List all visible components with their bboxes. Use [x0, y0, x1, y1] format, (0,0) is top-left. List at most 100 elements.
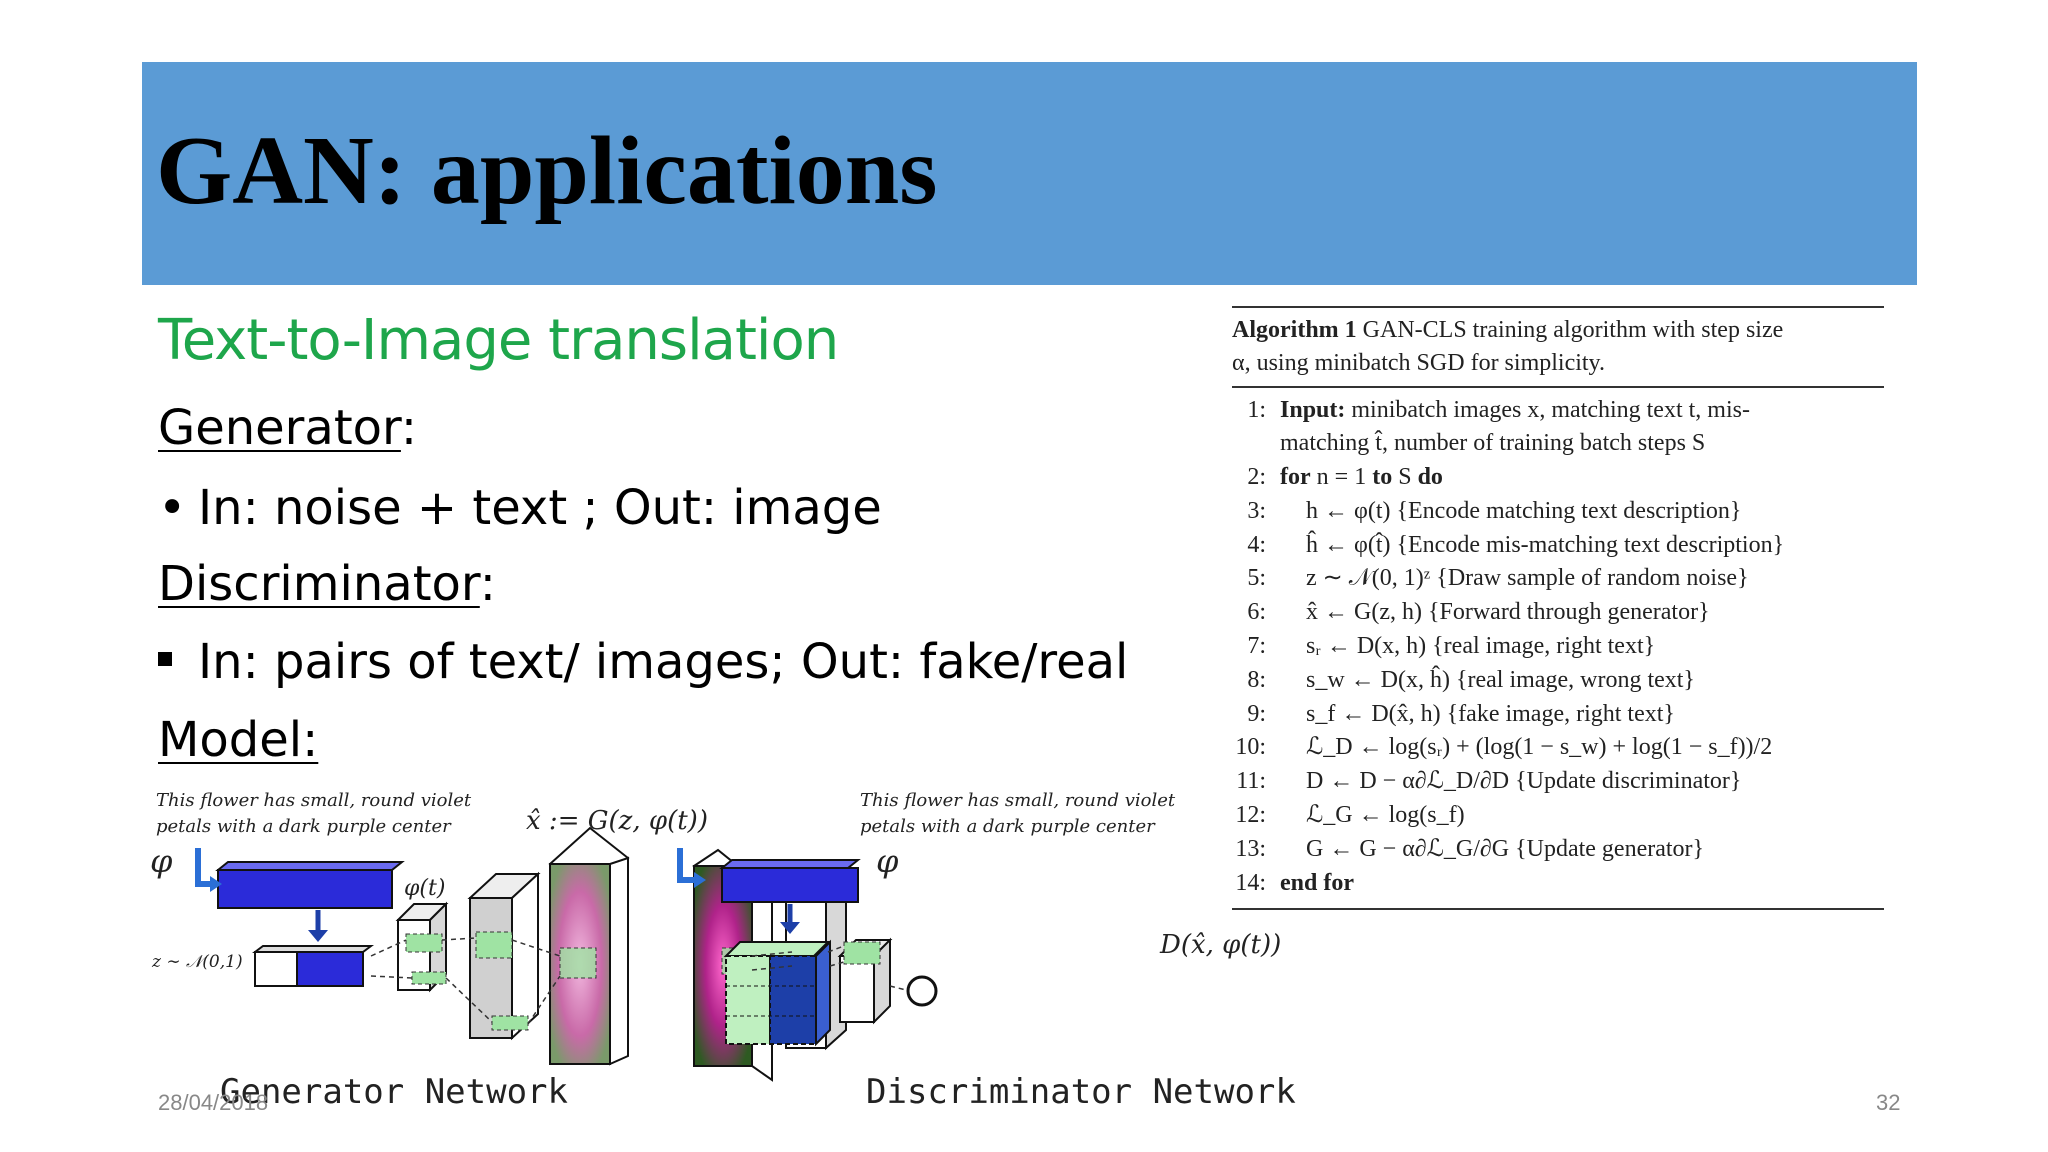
x-hat-formula: x̂ := G(z, φ(t)) — [526, 806, 708, 836]
algorithm-bottom-rule — [1232, 908, 1884, 911]
model-diagram — [195, 826, 938, 1082]
algorithm-step: 13: G ← G − α∂ℒ_G/∂G {Update generator} — [1232, 833, 1884, 867]
step-text: h ← φ(t) {Encode matching text descripti… — [1306, 497, 1742, 524]
phi-symbol-left: φ — [150, 842, 173, 880]
discriminator-concat-block — [723, 939, 831, 1047]
noise-label: z ∼ 𝒩(0,1) — [152, 952, 243, 972]
discriminator-dashed-links — [751, 945, 907, 991]
discriminator-colon: : — [479, 556, 496, 612]
step-number: 4: — [1247, 531, 1266, 558]
step-text: matching t̂, number of training batch st… — [1280, 430, 1706, 457]
step-keyword: end for — [1280, 869, 1354, 896]
generator-colon: : — [400, 400, 418, 456]
gan-cls-model-figure: This flower has small, round violet peta… — [140, 780, 1296, 1120]
step-number: 5: — [1247, 565, 1266, 592]
algorithm-step: matching t̂, number of training batch st… — [1232, 427, 1884, 461]
algorithm-caption-1: GAN-CLS training algorithm with step siz… — [1356, 317, 1784, 343]
discriminator-text-embedding — [677, 848, 861, 903]
caption-line: This flower has small, round violet — [860, 790, 1176, 811]
step-text: minibatch images x, matching text t, mis… — [1345, 396, 1750, 423]
step-text: z ∼ 𝒩(0, 1)ᶻ {Draw sample of random nois… — [1306, 565, 1749, 592]
algorithm-step: 12:ℒ_G ← log(s_f) — [1232, 799, 1884, 833]
phi-t-label: φ(t) — [404, 876, 446, 901]
algorithm-step: 6: x̂ ← G(z, h) {Forward through generato… — [1232, 596, 1884, 630]
algorithm-box: Algorithm 1 GAN-CLS training algorithm w… — [1232, 306, 1884, 911]
step-number: 1: — [1247, 396, 1266, 423]
step-number: 10: — [1235, 734, 1266, 761]
algorithm-step: 2: for n = 1 to S do — [1232, 461, 1884, 495]
step-keyword: for — [1280, 464, 1311, 491]
phi-symbol-right: φ — [876, 842, 899, 880]
square-bullet-icon — [158, 652, 172, 666]
step-text: S — [1392, 464, 1418, 491]
algorithm-steps: 1: Input: minibatch images x, matching t… — [1232, 388, 1884, 909]
step-number: 6: — [1247, 599, 1266, 626]
algorithm-step: 8: s_w ← D(x, ĥ) {real image, wrong text} — [1232, 664, 1884, 698]
discriminator-block-2 — [837, 937, 893, 1025]
caption-line: This flower has small, round violet — [156, 790, 472, 811]
generator-block-2 — [467, 871, 541, 1041]
discriminator-bullet: In: pairs of text/ images; Out: fake/rea… — [158, 634, 1128, 690]
step-keyword: do — [1417, 464, 1443, 491]
page-number: 32 — [1876, 1090, 1901, 1115]
algorithm-step: 9: s_f ← D(x̂, h) {fake image, right text… — [1232, 698, 1884, 732]
step-text: x̂ ← G(z, h) {Forward through generator} — [1306, 599, 1710, 626]
generator-dashed-links — [370, 937, 561, 1025]
algorithm-step: 3: h ← φ(t) {Encode matching text descrip… — [1232, 495, 1884, 529]
discriminator-heading: Discriminator — [158, 556, 480, 612]
algorithm-label: Algorithm 1 — [1232, 317, 1357, 343]
discriminator-bullet-text: In: pairs of text/ images; Out: fake/rea… — [198, 634, 1129, 690]
footer-date: 28/04/2018 — [158, 1090, 269, 1115]
slide-title: GAN: applications — [156, 117, 938, 225]
algorithm-caption: Algorithm 1 GAN-CLS training algorithm w… — [1232, 308, 1884, 386]
model-heading-line: Model: — [158, 712, 318, 768]
generator-noise-vector — [252, 945, 374, 987]
step-number: 8: — [1247, 666, 1266, 693]
algorithm-mid-rule — [1232, 386, 1884, 388]
model-heading: Model: — [158, 712, 319, 768]
algorithm-step: 14: end for — [1232, 867, 1884, 901]
step-number: 2: — [1247, 464, 1266, 491]
step-number: 3: — [1247, 497, 1266, 524]
step-text: s_f ← D(x̂, h) {fake image, right text} — [1306, 700, 1675, 727]
caption-line: petals with a dark purple center — [860, 816, 1155, 837]
step-text: s_w ← D(x, ĥ) {real image, wrong text} — [1306, 666, 1695, 693]
algorithm-top-rule — [1232, 306, 1884, 308]
step-number: 12: — [1235, 802, 1266, 829]
step-number: 13: — [1235, 835, 1266, 862]
step-number: 11: — [1236, 768, 1266, 795]
slide-subtitle: Text-to-Image translation — [158, 308, 839, 373]
step-text: G ← G − α∂ℒ_G/∂G {Update generator} — [1306, 835, 1705, 862]
discriminator-output-node — [906, 975, 938, 1007]
generator-text-embedding — [195, 848, 405, 909]
generator-bullet: •In: noise + text ; Out: image — [158, 480, 882, 536]
algorithm-step: 11: D ← D − α∂ℒ_D/∂D {Update discriminato… — [1232, 765, 1884, 799]
algorithm-caption-2: α, using minibatch SGD for simplicity. — [1232, 350, 1605, 376]
caption-line: petals with a dark purple center — [156, 816, 451, 837]
algorithm-step: 5: z ∼ 𝒩(0, 1)ᶻ {Draw sample of random no… — [1232, 562, 1884, 596]
generator-network-label: Generator Network — [220, 1072, 568, 1112]
discriminator-heading-line: Discriminator: — [158, 556, 496, 612]
generator-heading-line: Generator: — [158, 400, 417, 456]
generator-output-image — [548, 826, 630, 1066]
discriminator-network-label: Discriminator Network — [866, 1072, 1296, 1112]
step-text: ĥ ← φ(t̂) {Encode mis-matching text desc… — [1306, 531, 1785, 558]
generator-caption: This flower has small, round violet peta… — [156, 788, 471, 840]
algorithm-step: 10: ℒ_D ← log(sᵣ) + (log(1 − s_w) + log(1… — [1232, 731, 1884, 765]
step-text: n = 1 — [1310, 464, 1373, 491]
round-bullet-icon: • — [158, 480, 187, 536]
step-number: 9: — [1247, 700, 1266, 727]
discriminator-output-formula: D(x̂, φ(t)) — [1160, 930, 1282, 960]
step-text: D ← D − α∂ℒ_D/∂D {Update discriminator} — [1306, 768, 1742, 795]
step-number: 14: — [1235, 869, 1266, 896]
title-banner: GAN: applications — [142, 62, 1917, 285]
generator-bullet-text: In: noise + text ; Out: image — [198, 480, 882, 536]
step-keyword: Input: — [1280, 396, 1346, 423]
step-number: 7: — [1247, 633, 1266, 660]
generator-down-arrow — [308, 910, 328, 942]
step-keyword: to — [1372, 464, 1393, 491]
discriminator-down-arrow — [780, 904, 800, 934]
generator-block-1 — [395, 901, 449, 993]
algorithm-step: 4: ĥ ← φ(t̂) {Encode mis-matching text de… — [1232, 529, 1884, 563]
step-text: ℒ_D ← log(sᵣ) + (log(1 − s_w) + log(1 − … — [1306, 734, 1773, 761]
